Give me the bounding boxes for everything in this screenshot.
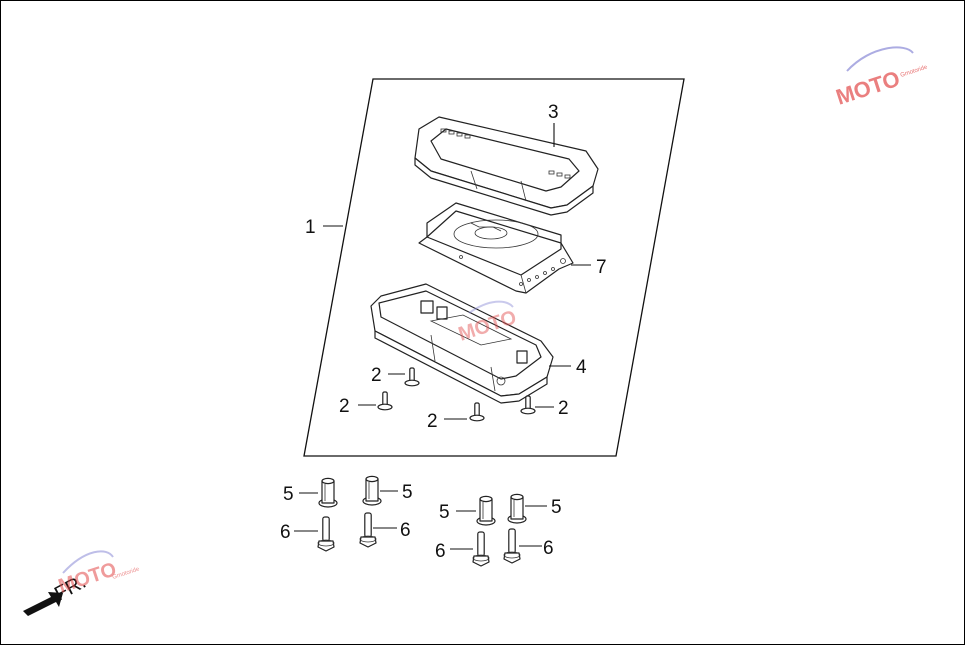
watermark-top-right: MOTO Gmotoride bbox=[833, 46, 929, 110]
callout-4: 4 bbox=[576, 357, 587, 378]
display-unit-part bbox=[418, 202, 574, 294]
callout-7: 7 bbox=[596, 257, 607, 278]
watermark-bottom-left: MOTO Gmotoride bbox=[56, 550, 141, 598]
svg-text:MOTO: MOTO bbox=[833, 66, 903, 110]
callout-3: 3 bbox=[548, 102, 559, 123]
front-arrow-icon bbox=[23, 592, 63, 616]
assembly-frame bbox=[303, 78, 685, 457]
svg-text:MOTO: MOTO bbox=[56, 558, 120, 597]
leader-lines bbox=[294, 123, 591, 550]
callout-5-b: 5 bbox=[402, 482, 413, 503]
collar-parts bbox=[318, 475, 527, 526]
callout-5-d: 5 bbox=[551, 497, 562, 518]
callout-2-b: 2 bbox=[339, 396, 350, 417]
callout-2-c: 2 bbox=[427, 411, 438, 432]
callout-6-d: 6 bbox=[543, 538, 554, 559]
meter-case-part bbox=[370, 283, 554, 404]
callout-6-b: 6 bbox=[400, 520, 411, 541]
callout-6-a: 6 bbox=[280, 522, 291, 543]
callout-2-d: 2 bbox=[558, 398, 569, 419]
svg-text:Gmotoride: Gmotoride bbox=[112, 566, 141, 581]
callout-2-a: 2 bbox=[371, 365, 382, 386]
callout-1: 1 bbox=[305, 217, 316, 238]
callout-5-c: 5 bbox=[439, 502, 450, 523]
svg-text:Gmotoride: Gmotoride bbox=[900, 64, 929, 79]
meter-cover-part bbox=[414, 116, 599, 216]
callout-6-c: 6 bbox=[435, 541, 446, 562]
callout-5-a: 5 bbox=[283, 484, 294, 505]
